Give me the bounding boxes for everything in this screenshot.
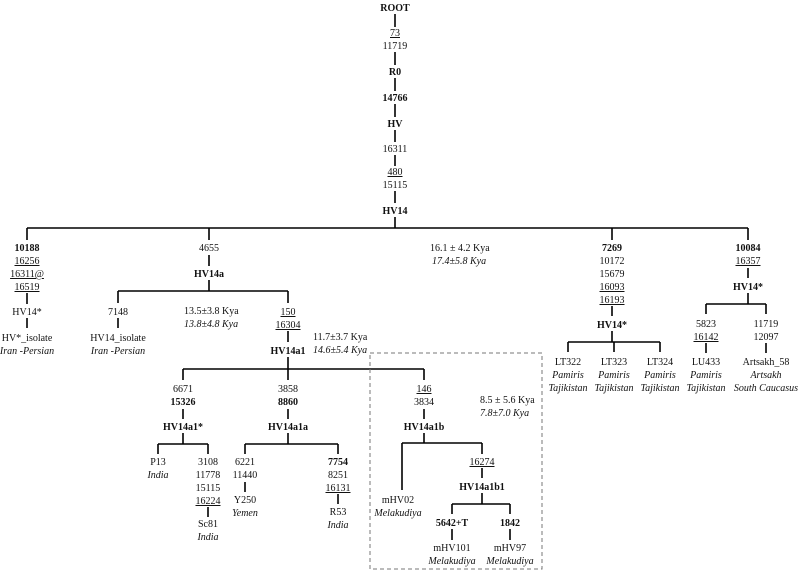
node-HV14a1a: HV14a1a xyxy=(268,422,308,433)
origin-pamiris-1: Pamiris xyxy=(551,370,584,381)
node-HV14-star-3: HV14* xyxy=(733,282,763,293)
node-HV14a1b: HV14a1b xyxy=(404,422,445,433)
mutation-16224: 16224 xyxy=(196,496,221,507)
mutation-16357: 16357 xyxy=(736,256,761,267)
mutation-5642-T: 5642+T xyxy=(436,518,469,529)
mutation-16519: 16519 xyxy=(15,282,40,293)
mutation-8860: 8860 xyxy=(278,397,298,408)
sample-Artsakh-58: Artsakh_58 xyxy=(743,357,790,368)
mutation-11719: 11719 xyxy=(383,41,408,52)
sample-mHV101: mHV101 xyxy=(433,543,470,554)
hv14a1-age-estimate-1: 11.7±3.7 Kya xyxy=(313,332,368,343)
node-HV14a: HV14a xyxy=(194,269,224,280)
origin-india-2: India xyxy=(196,532,218,543)
node-R0: R0 xyxy=(389,67,401,78)
sample-LT323: LT323 xyxy=(601,357,627,368)
node-HV14-star-1: HV14* xyxy=(12,307,41,318)
origin-melakudiya-3: Melakudiya xyxy=(485,556,533,567)
origin-iran-persian-2: Iran -Persian xyxy=(90,346,145,357)
root-label: ROOT xyxy=(380,3,410,14)
hv14a1b-age-estimate-2: 7.8±7.0 Kya xyxy=(480,408,529,419)
node-HV14a1b1: HV14a1b1 xyxy=(459,482,505,493)
mutation-15115-recurrent: 15115 xyxy=(196,483,221,494)
mutation-16142: 16142 xyxy=(694,332,719,343)
node-HV14: HV14 xyxy=(383,206,408,217)
mutation-4655: 4655 xyxy=(199,243,219,254)
mutation-15326: 15326 xyxy=(171,397,196,408)
sample-Sc81: Sc81 xyxy=(198,519,218,530)
mutation-5823: 5823 xyxy=(696,319,716,330)
mutation-10084: 10084 xyxy=(736,243,761,254)
sample-HV14-isolate: HV14_isolate xyxy=(90,333,146,344)
mutation-8251: 8251 xyxy=(328,470,348,481)
hv14a1b-clade-box xyxy=(369,352,543,570)
mutation-10188: 10188 xyxy=(15,243,40,254)
sample-HV-isolate: HV*_isolate xyxy=(2,333,53,344)
node-HV14a1-star: HV14a1* xyxy=(163,422,203,433)
mutation-16256: 16256 xyxy=(15,256,40,267)
origin-tajikistan-3: Tajikistan xyxy=(640,383,679,394)
hv14a1b-age-estimate-1: 8.5 ± 5.6 Kya xyxy=(480,395,535,406)
mutation-14766: 14766 xyxy=(383,93,408,104)
origin-pamiris-2: Pamiris xyxy=(597,370,630,381)
mutation-16311-recurrent: 16311@ xyxy=(10,269,44,280)
mutation-7148: 7148 xyxy=(108,307,128,318)
origin-melakudiya-2: Melakudiya xyxy=(427,556,475,567)
origin-tajikistan-1: Tajikistan xyxy=(548,383,587,394)
node-HV14a1: HV14a1 xyxy=(271,346,306,357)
sample-R53: R53 xyxy=(330,507,347,518)
hv14a-age-estimate-2: 13.8±4.8 Kya xyxy=(184,319,238,330)
mutation-7754: 7754 xyxy=(328,457,348,468)
hv14-age-estimate-1: 16.1 ± 4.2 Kya xyxy=(430,243,490,254)
mutation-7269: 7269 xyxy=(602,243,622,254)
node-HV: HV xyxy=(388,119,404,130)
mutation-3108: 3108 xyxy=(198,457,218,468)
mutation-6671: 6671 xyxy=(173,384,193,395)
origin-south-caucasus: South Caucasus xyxy=(734,383,798,394)
mutation-1842: 1842 xyxy=(500,518,520,529)
mutation-16093: 16093 xyxy=(600,282,625,293)
node-HV14-star-2: HV14* xyxy=(597,320,627,331)
sample-mHV97: mHV97 xyxy=(494,543,526,554)
mutation-73: 73 xyxy=(390,28,400,39)
sample-mHV02: mHV02 xyxy=(382,495,414,506)
hv14a-age-estimate-1: 13.5±3.8 Kya xyxy=(184,306,239,317)
origin-tajikistan-2: Tajikistan xyxy=(594,383,633,394)
mutation-16193: 16193 xyxy=(600,295,625,306)
origin-india-3: India xyxy=(326,520,348,531)
mutation-16311: 16311 xyxy=(383,144,408,155)
mutation-12097: 12097 xyxy=(754,332,779,343)
mutation-16274: 16274 xyxy=(470,457,495,468)
mutation-15679: 15679 xyxy=(600,269,625,280)
mutation-15115: 15115 xyxy=(383,180,408,191)
origin-iran-persian-1: Iran -Persian xyxy=(0,346,54,357)
origin-artsakh: Artsakh xyxy=(749,370,781,381)
origin-india-1: India xyxy=(146,470,168,481)
mutation-3834: 3834 xyxy=(414,397,434,408)
sample-LU433: LU433 xyxy=(692,357,720,368)
mutation-16131: 16131 xyxy=(326,483,351,494)
hv14-age-estimate-2: 17.4±5.8 Kya xyxy=(432,256,486,267)
mutation-480: 480 xyxy=(388,167,403,178)
origin-melakudiya-1: Melakudiya xyxy=(373,508,421,519)
origin-pamiris-4: Pamiris xyxy=(689,370,722,381)
mutation-11778: 11778 xyxy=(196,470,221,481)
sample-P13: P13 xyxy=(150,457,166,468)
mutation-6221: 6221 xyxy=(235,457,255,468)
mutation-3858: 3858 xyxy=(278,384,298,395)
mutation-10172: 10172 xyxy=(600,256,625,267)
hv14a1-age-estimate-2: 14.6±5.4 Kya xyxy=(313,345,367,356)
origin-tajikistan-4: Tajikistan xyxy=(686,383,725,394)
sample-LT324: LT324 xyxy=(647,357,673,368)
origin-yemen: Yemen xyxy=(232,508,258,519)
mutation-11440: 11440 xyxy=(233,470,258,481)
mutation-16304: 16304 xyxy=(276,320,301,331)
mutation-146: 146 xyxy=(417,384,432,395)
origin-pamiris-3: Pamiris xyxy=(643,370,676,381)
sample-Y250: Y250 xyxy=(234,495,256,506)
sample-LT322: LT322 xyxy=(555,357,581,368)
mutation-11719-recurrent: 11719 xyxy=(754,319,779,330)
mutation-150: 150 xyxy=(281,307,296,318)
